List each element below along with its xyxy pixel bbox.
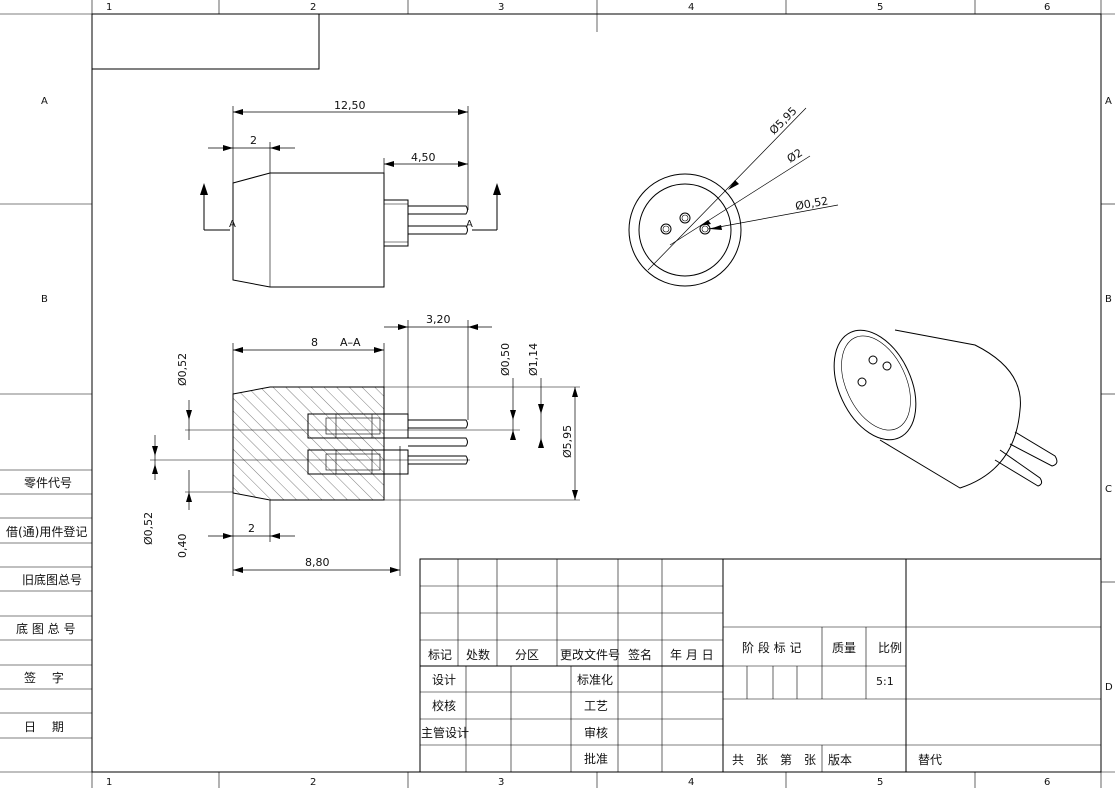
- tb-quality: 质量: [832, 641, 856, 655]
- isometric-view: [833, 329, 1058, 489]
- dim-chamfer-front: 2: [250, 134, 257, 147]
- dim-overall-length: 12,50: [334, 99, 366, 112]
- row-label-a: A: [41, 96, 48, 107]
- side-date: 日 期: [24, 720, 64, 734]
- tb-design: 设计: [432, 673, 456, 687]
- col-label-3-bottom: 3: [498, 777, 504, 788]
- dim-hole-dia-2: Ø1,14: [527, 343, 540, 376]
- dim-section-outer-dia: Ø5,95: [561, 425, 574, 458]
- tb-header-date: 年 月 日: [670, 648, 714, 662]
- tb-chief-design: 主管设计: [421, 725, 469, 740]
- tb-header-mark: 标记: [428, 648, 452, 662]
- section-marker-left: A: [229, 219, 236, 230]
- dim-left-pin-dia-top: Ø0,52: [176, 353, 189, 386]
- col-label-1-bottom: 1: [106, 777, 112, 788]
- row-label-c-right: C: [1105, 484, 1112, 495]
- tb-approve: 批准: [584, 751, 608, 766]
- section-label: A–A: [340, 336, 361, 349]
- grid-labels: 1 2 3 4 5 6 1 2 3 4 5 6 A B A B C D: [41, 2, 1113, 788]
- col-label-5: 5: [877, 2, 883, 13]
- dim-left-pin-dia-bottom: Ø0,52: [142, 512, 155, 545]
- row-label-d-right: D: [1105, 682, 1113, 693]
- dim-pin-dia-end: Ø0,52: [794, 194, 829, 213]
- title-block: 标记 处数 分区 更改文件号 签名 年 月 日 设计 校核 主管设计 标准化 工…: [419, 558, 1102, 773]
- tb-review: 审核: [584, 725, 608, 740]
- tb-scale-value: 5:1: [876, 675, 894, 688]
- tb-check: 校核: [432, 698, 456, 713]
- tb-header-count: 处数: [466, 647, 490, 662]
- section-marker-right: A: [466, 219, 473, 230]
- dim-section-length: 8,80: [305, 556, 330, 569]
- dim-hole-dia-1: Ø0,50: [499, 343, 512, 376]
- end-view: Ø5,95 Ø2 Ø0,52: [628, 104, 839, 287]
- tb-replace: 替代: [918, 753, 942, 767]
- col-label-6: 6: [1044, 2, 1050, 13]
- side-signature: 签 字: [24, 670, 64, 685]
- col-label-4: 4: [688, 2, 694, 13]
- tb-scale-label: 比例: [878, 641, 902, 655]
- row-label-b: B: [41, 294, 48, 305]
- side-part-code: 零件代号: [24, 476, 72, 490]
- col-label-5-bottom: 5: [877, 777, 883, 788]
- tb-process: 工艺: [584, 699, 608, 713]
- tb-standardization: 标准化: [577, 673, 613, 687]
- dim-recess-length: 3,20: [426, 313, 451, 326]
- dim-outer-dia: Ø5,95: [767, 104, 800, 137]
- col-label-4-bottom: 4: [688, 777, 694, 788]
- section-view: 8 A–A 3,20 Ø0,50 Ø1,14 Ø5,95 Ø0,52 Ø0,52…: [142, 313, 580, 576]
- col-label-3: 3: [498, 2, 504, 13]
- col-label-6-bottom: 6: [1044, 777, 1050, 788]
- col-label-1: 1: [106, 2, 112, 13]
- tb-stage-mark: 阶 段 标 记: [742, 640, 801, 655]
- side-base-number: 底 图 总 号: [16, 621, 75, 636]
- tb-sheets: 共 张 第 张: [732, 753, 816, 767]
- tb-version: 版本: [828, 753, 852, 767]
- dim-chamfer-section: 2: [248, 522, 255, 535]
- side-register-table: 零件代号 借(通)用件登记 旧底图总号 底 图 总 号 签 字 日 期: [0, 469, 92, 739]
- dim-pin-extension: 4,50: [411, 151, 436, 164]
- col-label-2-bottom: 2: [310, 777, 316, 788]
- dim-pcd-dia: Ø2: [785, 146, 805, 165]
- side-borrowed-register: 借(通)用件登记: [6, 524, 87, 539]
- dim-offset: 0,40: [176, 534, 189, 559]
- tb-header-change-doc: 更改文件号: [560, 647, 620, 662]
- col-label-2: 2: [310, 2, 316, 13]
- front-view: A A 12,50 2 4,50: [200, 99, 501, 288]
- row-label-a-right: A: [1105, 96, 1112, 107]
- tb-header-zone: 分区: [515, 648, 539, 662]
- tb-header-sign: 签名: [628, 647, 652, 662]
- dim-section-depth: 8: [311, 336, 318, 349]
- row-label-b-right: B: [1105, 294, 1112, 305]
- side-old-base-number: 旧底图总号: [22, 572, 82, 587]
